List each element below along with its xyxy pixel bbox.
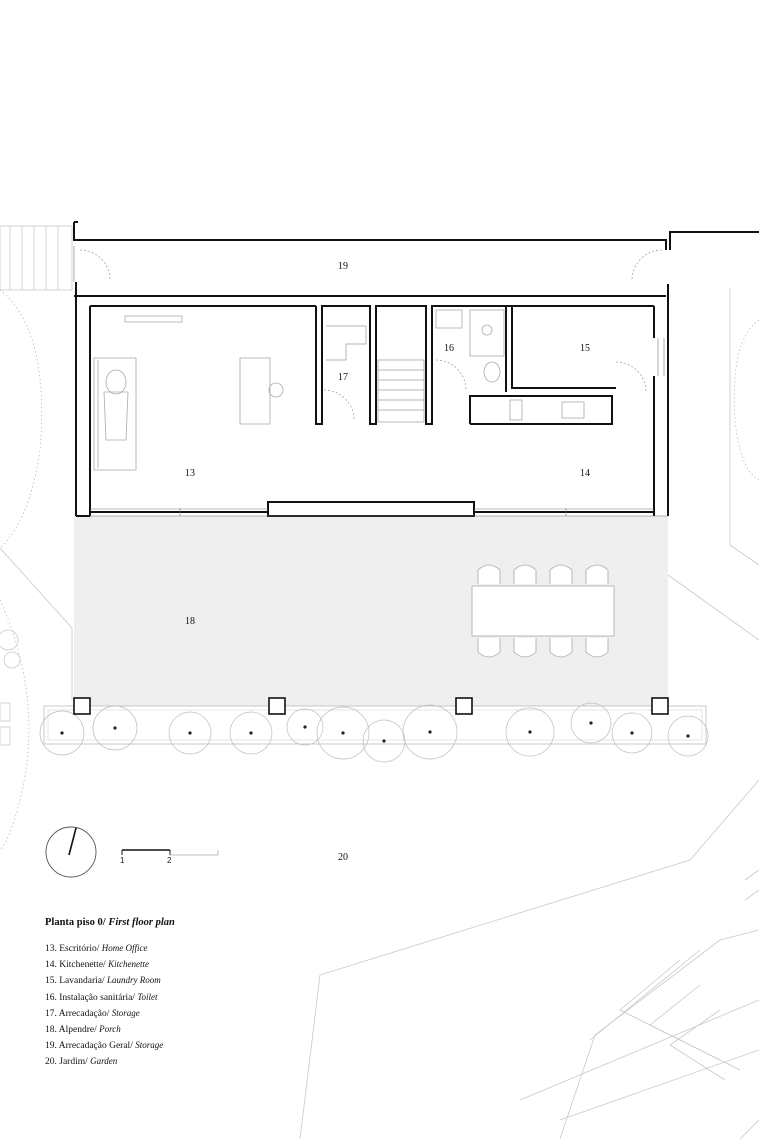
doors (79, 249, 663, 421)
room-label-20: 20 (338, 852, 348, 863)
legend-item-pt: Kitchenette/ (59, 960, 106, 971)
legend-item-en: Garden (90, 1056, 118, 1067)
legend-item-en: Storage (111, 1007, 140, 1018)
legend-item: 13. Escritório/ Home Office (45, 941, 175, 957)
legend-item-en: Laundry Room (107, 975, 161, 986)
legend-item-number: 16. (45, 992, 57, 1003)
room-label-18: 18 (185, 616, 195, 627)
exterior-stair (0, 225, 73, 291)
legend-item-en: Home Office (101, 943, 148, 953)
toilet-fixtures (435, 309, 585, 421)
legend-item: 14. Kitchenette/ Kitchenette (45, 957, 175, 973)
legend: Planta piso 0/ First floor plan 13. Escr… (45, 917, 175, 1071)
legend-item-en: Porch (99, 1024, 121, 1035)
legend-item: 16. Instalação sanitária/ Toilet (45, 990, 175, 1006)
legend-item-pt: Escritório/ (59, 944, 100, 954)
scale-label-1: 1 (120, 856, 125, 865)
legend-item: 17. Arrecadação/ Storage (45, 1006, 175, 1022)
room-label-14: 14 (580, 468, 590, 479)
interior-stair (326, 325, 425, 423)
legend-item-number: 15. (45, 976, 57, 987)
legend-item-number: 14. (45, 960, 57, 971)
room-label-15: 15 (580, 343, 590, 354)
legend-item-en: Kitchenette (108, 959, 150, 970)
room-label-17: 17 (338, 372, 348, 383)
legend-title: Planta piso 0/ First floor plan (45, 917, 175, 928)
legend-item: 19. Arrecadação Geral/ Storage (45, 1038, 175, 1054)
office-furniture (93, 315, 284, 471)
legend-item-number: 17. (45, 1008, 57, 1019)
legend-item-pt: Arrecadação/ (58, 1008, 110, 1019)
legend-item-number: 20. (45, 1057, 57, 1068)
dining-set (471, 564, 615, 658)
legend-item-number: 19. (45, 1041, 57, 1052)
legend-item-en: Toilet (137, 991, 158, 1002)
legend-item-pt: Instalação sanitária/ (59, 992, 135, 1003)
legend-item: 15. Lavandaria/ Laundry Room (45, 973, 175, 989)
scale-bar: 1 2 (120, 849, 219, 865)
porch-columns (73, 697, 669, 715)
room-label-16: 16 (444, 343, 454, 354)
legend-item: 20. Jardim/ Garden (45, 1054, 175, 1070)
legend-item-pt: Arrecadação Geral/ (58, 1041, 133, 1052)
legend-item-pt: Lavandaria/ (59, 976, 105, 987)
room-label-13: 13 (185, 468, 195, 479)
legend-item-pt: Alpendre/ (58, 1025, 97, 1036)
legend-item-pt: Jardim/ (59, 1057, 88, 1068)
tree-row (39, 702, 709, 763)
legend-item: 18. Alpendre/ Porch (45, 1022, 175, 1038)
legend-title-en: First floor plan (108, 917, 175, 928)
legend-item-number: 13. (45, 944, 57, 954)
outdoor-benches (0, 629, 21, 746)
legend-item-number: 18. (45, 1025, 57, 1036)
tree-canopies (0, 289, 759, 851)
room-label-19: 19 (338, 261, 348, 272)
north-arrow-icon (45, 826, 97, 878)
legend-item-en: Storage (135, 1040, 164, 1051)
site-lines (0, 288, 759, 1139)
scale-label-2: 2 (167, 856, 172, 865)
walls (73, 221, 759, 517)
planter-strip (43, 705, 707, 745)
